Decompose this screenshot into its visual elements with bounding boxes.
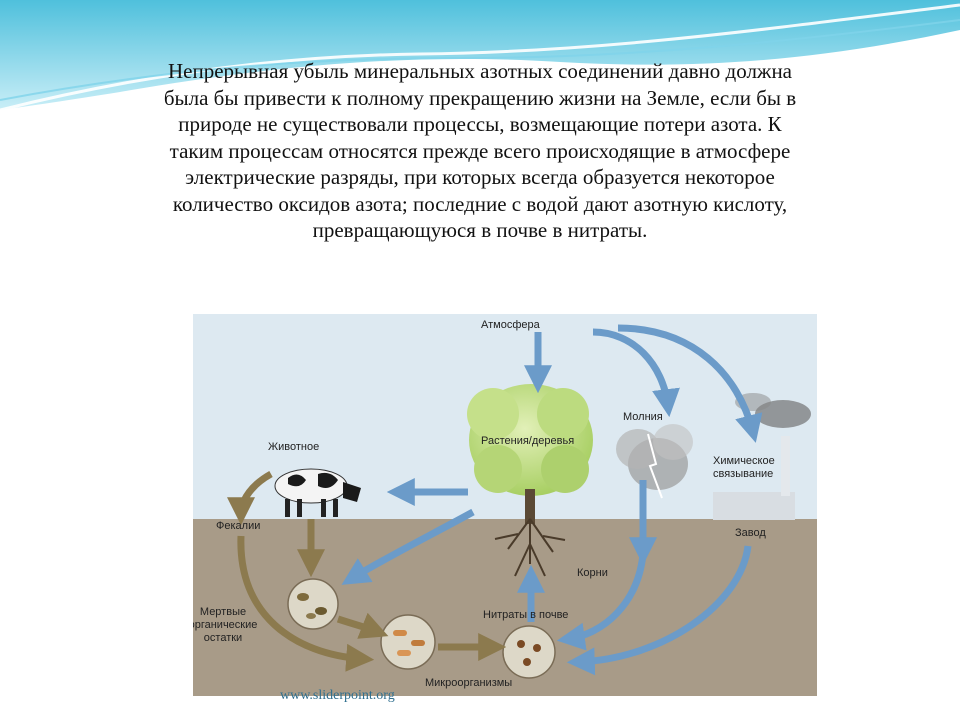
label-chemical-1: Химическое [713,455,775,467]
paragraph-text: Непрерывная убыль минеральных азотных со… [163,59,797,242]
arrow-atmosphere-to-lightning [592,328,680,418]
tree-icon [467,384,593,577]
arrow-lightning-to-nitrates [556,553,647,651]
arrow-factory-to-nitrates [566,545,752,676]
label-dead-1: Мертвые [200,606,246,618]
soil-area [193,519,817,696]
label-lightning: Молния [623,411,663,423]
label-microorganisms: Микроорганизмы [425,677,512,689]
main-paragraph: Непрерывная убыль минеральных азотных со… [150,58,810,244]
label-plants: Растения/деревья [481,435,574,447]
footer-link[interactable]: www.sliderpoint.org [280,688,395,703]
label-factory: Завод [735,527,766,539]
arrow-plants-to-dead-matter [341,508,475,585]
arrow-dead-to-microorganisms [336,612,389,639]
nitrates-circle [502,625,556,679]
label-dead-3: остатки [204,632,242,644]
arrow-animal-to-feces [227,470,273,526]
arrow-feces-to-microorganisms [237,535,375,672]
label-dead-2: органические [193,619,257,631]
cow-icon [274,468,361,517]
label-feces: Фекалии [216,520,260,532]
header-wave-decoration [0,0,960,112]
label-nitrates: Нитраты в почве [483,609,568,621]
microorganisms-circle [380,614,436,670]
label-animal: Животное [268,441,319,453]
label-chemical-2: связывание [713,468,773,480]
label-atmosphere: Атмосфера [481,319,541,331]
dead-matter-circle [287,578,339,630]
label-roots: Корни [577,567,608,579]
arrow-atmosphere-to-factory [617,324,763,443]
factory-icon [713,393,811,520]
nitrogen-cycle-diagram: Атмосфера Растения/деревья Молния Химиче… [193,314,817,696]
lightning-cloud-icon [616,424,693,499]
